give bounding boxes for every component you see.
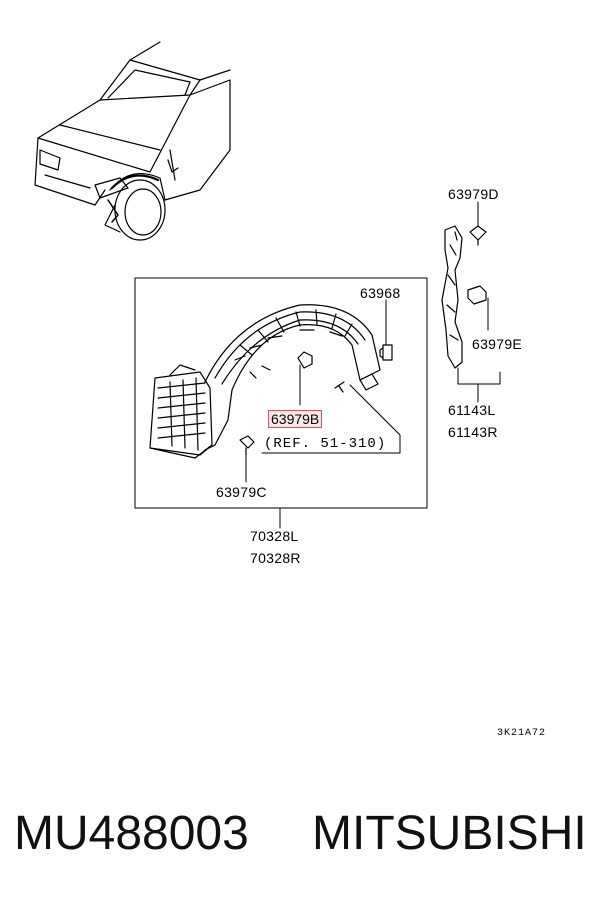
- brand-name: MITSUBISHI: [312, 807, 587, 860]
- screw-63979C: [239, 435, 255, 456]
- callout-63979C: 63979C: [216, 484, 267, 500]
- callout-61143R: 61143R: [448, 424, 498, 440]
- clip-63979D: [469, 225, 487, 246]
- reference-note: (REF. 51-310): [264, 436, 387, 452]
- clip-63979E: [467, 285, 487, 305]
- leader-lines: [245, 201, 501, 529]
- assembly-frame: [134, 277, 428, 509]
- part-number: MU488003: [14, 807, 249, 860]
- vehicle-sketch: [34, 41, 231, 241]
- diagram-code: 3K21A72: [497, 728, 547, 739]
- callout-70328R: 70328R: [250, 550, 301, 566]
- callout-63979E: 63979E: [472, 336, 523, 352]
- fender-liner-drawing: [149, 304, 381, 459]
- clip-63968: [379, 344, 393, 361]
- callout-61143L: 61143L: [448, 402, 496, 418]
- callout-63979D: 63979D: [448, 186, 499, 202]
- callout-70328L: 70328L: [250, 528, 299, 544]
- callout-63968: 63968: [360, 285, 401, 301]
- splash-strip-drawing: [441, 225, 463, 369]
- callout-63979B-highlighted[interactable]: 63979B: [268, 410, 323, 428]
